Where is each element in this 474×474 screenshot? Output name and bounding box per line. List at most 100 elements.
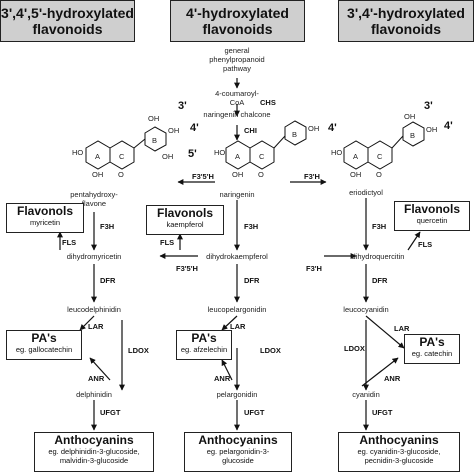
arrow-lar-right (365, 315, 405, 349)
pa-left-title: PA's (31, 331, 57, 345)
label-naringenin-chalcone: naringenin chalcone (203, 110, 271, 119)
compound-dihydrokaempferol: dihydrokaempferol (206, 252, 268, 261)
arrow-lar-mid (221, 315, 238, 331)
enzyme-ldox-mid: LDOX (260, 346, 281, 355)
enzyme-lar-right: LAR (394, 324, 410, 333)
o-left: O (118, 170, 124, 179)
header-right-text: 3',4'-hydroxylated flavonoids (347, 5, 465, 37)
compound-dihydromyricetin: dihydromyricetin (66, 252, 122, 261)
enzyme-dfr-mid: DFR (244, 276, 260, 285)
enzyme-dfr-left: DFR (100, 276, 116, 285)
arrow-lar-left (79, 315, 95, 331)
oh-left-4: OH (168, 126, 180, 135)
ring-a-left: A (95, 152, 101, 161)
structure-left (85, 126, 167, 170)
ring-b-left: B (152, 136, 158, 145)
box-flavonols-myricetin: Flavonols myricetin (6, 203, 84, 233)
box-anthocyanins-cyanidin: Anthocyanins eg. cyanidin-3-glucoside, p… (338, 432, 460, 472)
arrow-anr-right (361, 357, 399, 387)
pos-5-left: 5' (188, 148, 197, 160)
pa-mid-sub: eg. afzelechin (180, 345, 228, 354)
o-mid: O (258, 170, 264, 179)
pa-right-title: PA's (419, 335, 445, 349)
pa-left-sub: eg. gallocatechin (15, 345, 73, 354)
oh-left-5: OH (162, 152, 174, 161)
enzyme-fls-right: FLS (418, 240, 433, 249)
enzyme-chi: CHI (244, 126, 257, 135)
header-trihydroxylated: 3',4',5'-hydroxylated flavonoids (0, 0, 135, 42)
header-monohydroxylated: 4'-hydroxylated flavonoids (170, 0, 305, 42)
ring-a-right: A (353, 152, 359, 161)
oh-left-bottom: OH (92, 170, 104, 179)
compound-pelargonidin: pelargonidin (216, 390, 258, 399)
compound-dihydroquercetin: dihydroquercitin (351, 252, 405, 261)
enzyme-anr-mid: ANR (214, 374, 231, 383)
box-anthocyanins-pelargonidin: Anthocyanins eg. pelargonidin-3- glucosi… (184, 432, 292, 472)
enzyme-lar-mid: LAR (230, 322, 246, 331)
enzyme-anr-right: ANR (384, 374, 401, 383)
flavonols-left-sub: myricetin (29, 218, 60, 227)
ring-b-mid: B (292, 130, 298, 139)
header-middle-text: 4'-hydroxylated flavonoids (186, 5, 289, 37)
oh-mid-bottom: OH (232, 170, 244, 179)
label-coumaroyl-coa: 4-coumaroyl-CoA (215, 89, 259, 107)
compound-pentahydroxyflavone: pentahydroxy-flavone (70, 190, 118, 208)
enzyme-f3h-left: F3H (100, 222, 115, 231)
antho-left-title: Anthocyanins (54, 433, 134, 447)
oh-right-bottom: OH (350, 170, 362, 179)
enzyme-f35h-dihydro: F3'5'H (176, 264, 198, 273)
oh-right-4: OH (426, 125, 438, 134)
flavonols-right-title: Flavonols (403, 202, 460, 216)
compound-leucodelphinidin: leucodelphinidin (67, 305, 121, 314)
enzyme-fls-left: FLS (62, 238, 77, 247)
enzyme-ufgt-mid: UFGT (244, 408, 265, 417)
box-flavonols-quercetin: Flavonols quercetin (394, 201, 470, 231)
antho-left-sub2: malvidin-3-glucoside (59, 456, 129, 465)
pos-3-left: 3' (178, 100, 187, 112)
enzyme-ufgt-right: UFGT (372, 408, 393, 417)
enzyme-ldox-right: LDOX (344, 344, 365, 353)
box-flavonols-kaempferol: Flavonols kaempferol (146, 205, 224, 235)
ring-c-left: C (119, 152, 125, 161)
enzyme-f3h-prime-top: F3'H (304, 172, 320, 181)
ring-c-right: C (377, 152, 383, 161)
enzyme-f3h-prime-dihydro: F3'H (306, 264, 322, 273)
enzyme-dfr-right: DFR (372, 276, 388, 285)
enzyme-lar-left: LAR (88, 322, 104, 331)
ho-mid: HO (214, 148, 226, 157)
enzyme-f3h-right: F3H (372, 222, 387, 231)
compound-leucocyanidin: leucocyanidin (343, 305, 389, 314)
structure-right (343, 121, 425, 170)
pos-4-left: 4' (190, 122, 199, 134)
compound-cyanidin: cyanidin (352, 390, 380, 399)
pos-4-mid: 4' (328, 122, 337, 134)
box-pa-gallocatechin: PA's eg. gallocatechin (6, 330, 82, 360)
ring-b-right: B (410, 131, 416, 140)
antho-mid-sub2: glucoside (222, 456, 254, 465)
flavonols-right-sub: quercetin (416, 216, 448, 225)
flavonols-mid-sub: kaempferol (166, 220, 204, 229)
structure-middle (225, 120, 307, 170)
enzyme-f3h-mid: F3H (244, 222, 259, 231)
antho-mid-title: Anthocyanins (198, 433, 278, 447)
antho-right-sub2: pecnidin-3-glucoside (364, 456, 434, 465)
ring-a-mid: A (235, 152, 241, 161)
pos-3-right: 3' (424, 100, 433, 112)
pos-4-right: 4' (444, 120, 453, 132)
flavonols-left-title: Flavonols (16, 204, 73, 218)
oh-mid-4: OH (308, 124, 320, 133)
compound-leucopelargonidin: leucopelargonidin (207, 305, 267, 314)
box-pa-catechin: PA's eg. catechin (404, 334, 460, 364)
box-pa-afzelechin: PA's eg. afzelechin (176, 330, 232, 360)
antho-left-sub1: eg. delphinidin-3-glucoside, (48, 447, 140, 456)
enzyme-ufgt-left: UFGT (100, 408, 121, 417)
compound-naringenin: naringenin (219, 190, 255, 199)
compound-eriodictyol: eriodictyol (349, 188, 383, 197)
ring-c-mid: C (259, 152, 265, 161)
o-right: O (376, 170, 382, 179)
flavonols-mid-title: Flavonols (156, 206, 213, 220)
enzyme-chs: CHS (260, 98, 276, 107)
antho-right-title: Anthocyanins (359, 433, 439, 447)
ho-left: HO (72, 148, 84, 157)
